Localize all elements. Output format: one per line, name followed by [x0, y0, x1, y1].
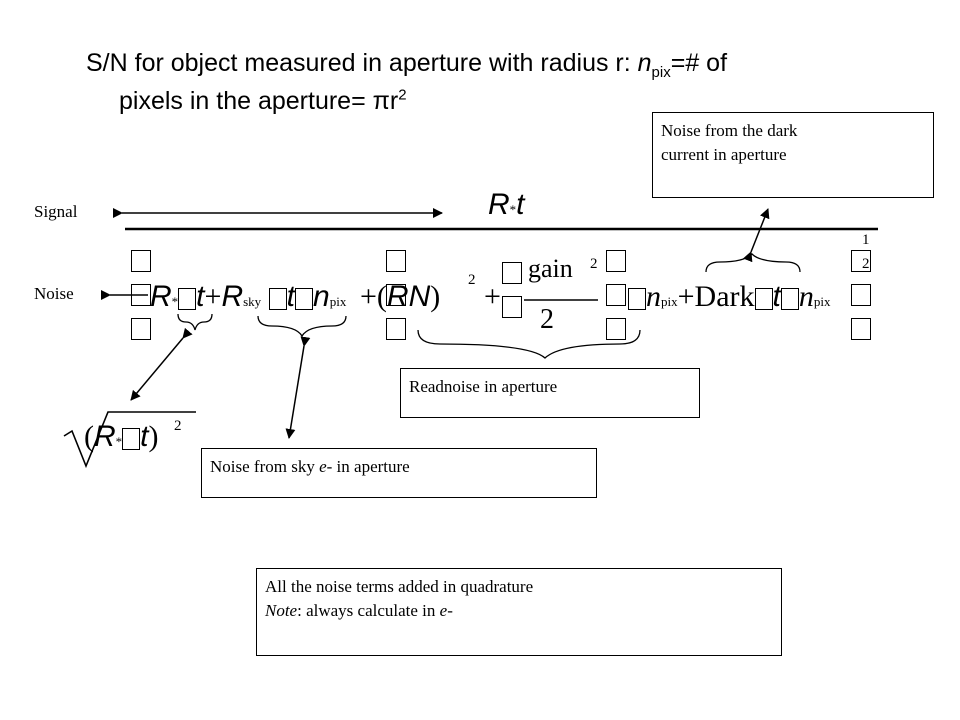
- readnoise-note-box: Readnoise in aperture: [400, 368, 700, 418]
- noise-label: Noise: [34, 284, 74, 303]
- bracket-square-gain-r-bottom: [606, 318, 626, 340]
- sqrt-exponent: 2: [174, 418, 182, 434]
- bracket-square-gain-r-top: [606, 250, 626, 272]
- bracket-square-left-top: [131, 250, 151, 272]
- sqrt-expression: (R*t): [84, 420, 159, 453]
- bracket-square-gain-r-mid: [606, 284, 626, 306]
- arrow-sky-to-box: [285, 336, 311, 439]
- brace-readnoise-term: [417, 329, 641, 359]
- total-noise-note-box: All the noise terms added in quadrature …: [256, 568, 782, 656]
- placeholder-square: [178, 288, 197, 311]
- plus-three: +: [484, 280, 501, 313]
- brace-sky-term: [257, 315, 347, 338]
- half-numerator: 1: [862, 232, 870, 248]
- placeholder-square: [628, 288, 646, 311]
- bracket-square-rn-bottom: [386, 318, 406, 340]
- rn-exponent: 2: [468, 272, 476, 288]
- bracket-square-rn-mid: [386, 284, 406, 306]
- gain-denominator: 2: [540, 304, 554, 335]
- placeholder-square: [122, 428, 141, 451]
- bracket-square-left-mid: [131, 284, 151, 306]
- placeholder-square: [268, 288, 287, 311]
- dark-current-note-box: Noise from the dark current in aperture: [652, 112, 934, 198]
- readnoise-expression: +(RN): [360, 280, 441, 313]
- bracket-square-rn-top: [386, 250, 406, 272]
- placeholder-square: [754, 288, 773, 311]
- gain-exponent: 2: [590, 256, 598, 272]
- bracket-square-left-bottom: [131, 318, 151, 340]
- arrow-dark-to-box: [743, 208, 770, 263]
- bracket-square-right-mid: [851, 284, 871, 306]
- title-line2: pixels in the aperture= πr2: [119, 86, 407, 115]
- half-denominator: 2: [862, 256, 870, 272]
- bracket-square-right-top: [851, 250, 871, 272]
- signal-label: Signal: [34, 202, 78, 221]
- bracket-square-gain-l-bottom: [502, 296, 522, 318]
- sqrt-radical: [63, 411, 196, 469]
- bracket-square-right-bottom: [851, 318, 871, 340]
- sky-noise-note-box: Noise from sky e- in aperture: [201, 448, 597, 498]
- signal-expression: R*t: [488, 188, 525, 221]
- title-line1: S/N for object measured in aperture with…: [86, 49, 728, 81]
- bracket-square-gain-l-top: [502, 262, 522, 284]
- slide-title: S/N for object measured in aperture with…: [86, 44, 886, 120]
- placeholder-square: [780, 288, 799, 311]
- brace-star-term: [177, 313, 213, 331]
- placeholder-square: [295, 288, 314, 311]
- gain-numerator: gain: [528, 254, 573, 283]
- arrow-star-to-sqrt: [130, 327, 193, 401]
